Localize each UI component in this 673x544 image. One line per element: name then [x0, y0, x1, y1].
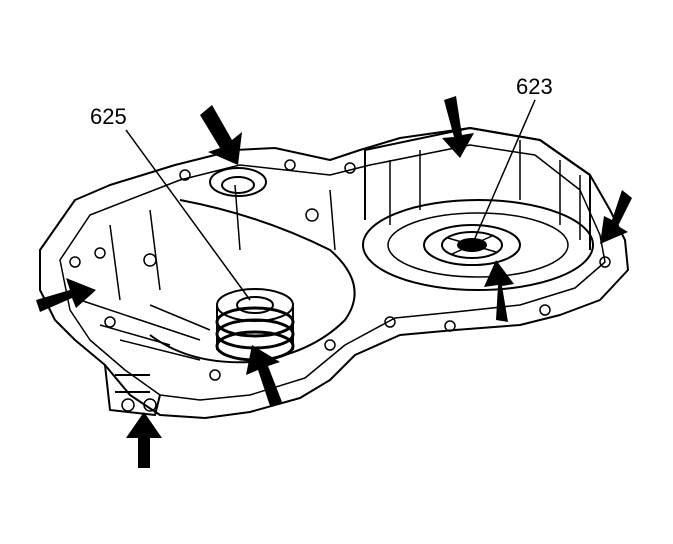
flange-inner [59, 144, 606, 401]
top-boss-inner [221, 176, 255, 194]
callout-623-label: 623 [516, 74, 553, 99]
right-drum-ribs [389, 140, 581, 240]
bolt-holes [69, 159, 611, 412]
top-boss [209, 167, 267, 197]
leader-625 [125, 129, 251, 301]
case-outline [39, 127, 629, 419]
arrow-625-up [246, 345, 282, 406]
part-625-assembly [215, 288, 295, 362]
leader-623 [471, 99, 536, 246]
left-housing-rib [109, 184, 336, 301]
arrow-far-right [600, 190, 632, 244]
arrow-right-drum [442, 96, 474, 158]
callout-625-label: 625 [90, 104, 127, 129]
right-drum-rim [362, 199, 594, 291]
right-drum-wall [364, 127, 591, 250]
lower-valve-body [104, 364, 161, 416]
arrow-bottom-up [126, 412, 162, 468]
arrow-hub-up [484, 260, 514, 322]
right-drum-inner [387, 212, 569, 278]
arrow-top-boss [200, 105, 242, 165]
arrow-left [36, 278, 96, 312]
valve-passages [79, 299, 211, 361]
left-housing [149, 199, 356, 364]
